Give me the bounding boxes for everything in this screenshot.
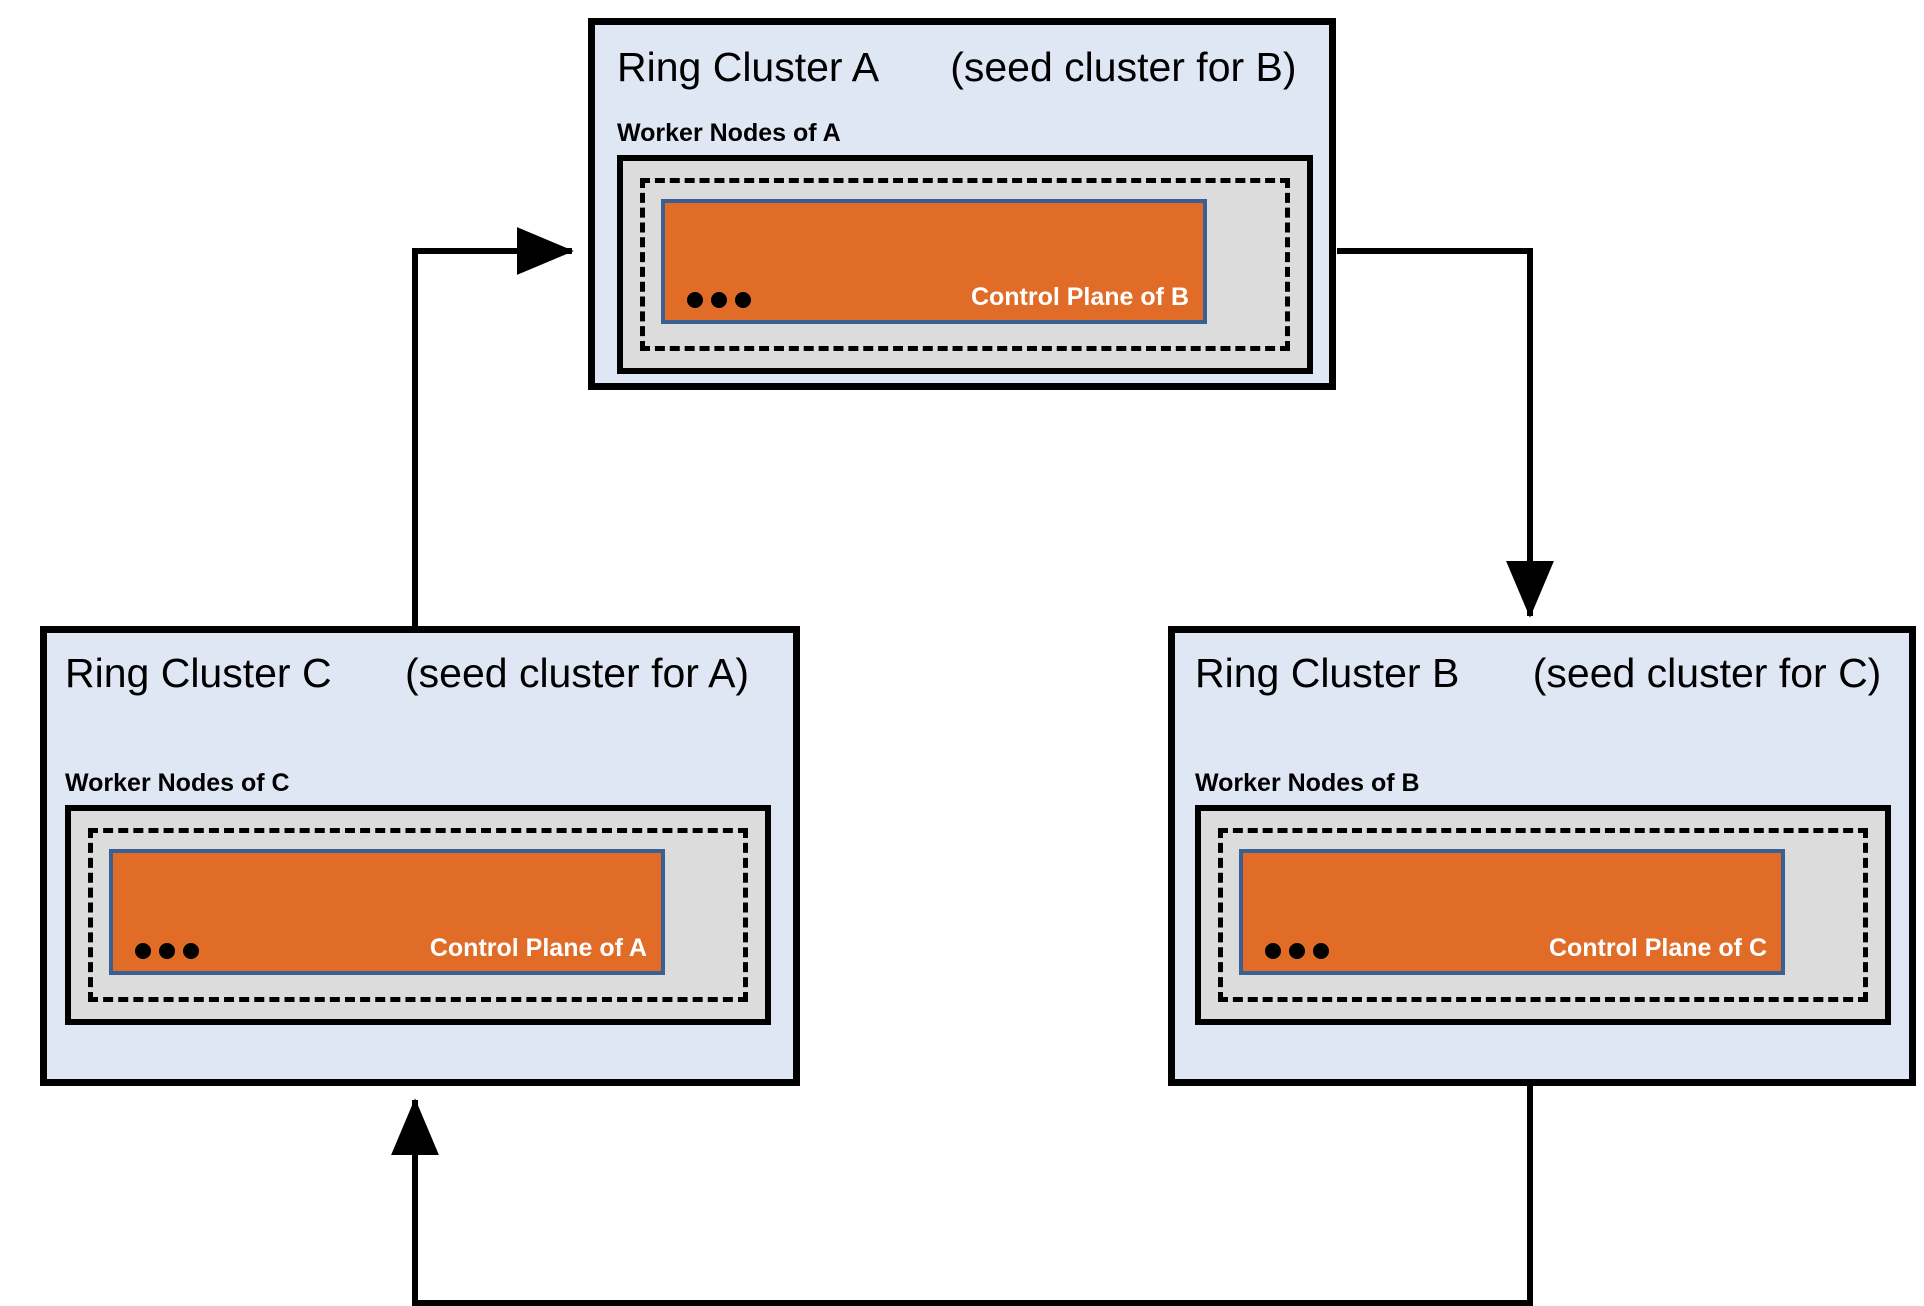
cluster-b-title: Ring Cluster B (seed cluster for C) xyxy=(1195,653,1881,694)
dot xyxy=(1265,943,1281,959)
cluster-a-name: Ring Cluster A xyxy=(617,44,877,90)
cluster-a[interactable]: Ring Cluster A (seed cluster for B) Work… xyxy=(588,18,1336,390)
dot xyxy=(735,292,751,308)
arrow-c-to-a xyxy=(412,227,574,627)
dot xyxy=(1289,943,1305,959)
cluster-a-worker-box[interactable]: Control Plane of B xyxy=(617,155,1313,374)
cluster-a-node-group-dashed-frame xyxy=(640,178,1290,351)
cluster-c-worker-box[interactable]: Control Plane of A xyxy=(65,805,771,1025)
cluster-a-title: Ring Cluster A (seed cluster for B) xyxy=(617,47,1297,88)
cluster-b-control-plane[interactable]: Control Plane of C xyxy=(1239,849,1785,975)
cluster-c-node-group-dashed-frame xyxy=(88,828,748,1002)
cluster-c-seed-note: (seed cluster for A) xyxy=(405,650,750,696)
cluster-b-ellipsis-dots xyxy=(1265,943,1329,959)
dot xyxy=(1313,943,1329,959)
dot xyxy=(711,292,727,308)
dot xyxy=(159,943,175,959)
arrow-b-to-c xyxy=(391,1085,1533,1306)
dot xyxy=(135,943,151,959)
cluster-c-name: Ring Cluster C xyxy=(65,650,332,696)
cluster-c-title: Ring Cluster C (seed cluster for A) xyxy=(65,653,749,694)
arrow-a-to-b xyxy=(1337,248,1554,618)
cluster-b-seed-note: (seed cluster for C) xyxy=(1532,650,1882,696)
cluster-a-seed-note: (seed cluster for B) xyxy=(950,44,1297,90)
cluster-c-ellipsis-dots xyxy=(135,943,199,959)
cluster-b-worker-label: Worker Nodes of B xyxy=(1195,769,1420,797)
cluster-c-worker-label: Worker Nodes of C xyxy=(65,769,290,797)
cluster-a-control-plane-label: Control Plane of B xyxy=(970,283,1189,311)
cluster-a-worker-label: Worker Nodes of A xyxy=(617,119,841,147)
cluster-b-control-plane-label: Control Plane of C xyxy=(1548,934,1767,962)
cluster-b-node-group-dashed-frame xyxy=(1218,828,1868,1002)
cluster-a-control-plane[interactable]: Control Plane of B xyxy=(661,199,1207,324)
dot xyxy=(687,292,703,308)
cluster-c-control-plane[interactable]: Control Plane of A xyxy=(109,849,665,975)
cluster-c-control-plane-label: Control Plane of A xyxy=(429,934,647,962)
cluster-b[interactable]: Ring Cluster B (seed cluster for C) Work… xyxy=(1168,626,1916,1086)
dot xyxy=(183,943,199,959)
cluster-c[interactable]: Ring Cluster C (seed cluster for A) Work… xyxy=(40,626,800,1086)
cluster-b-name: Ring Cluster B xyxy=(1195,650,1460,696)
cluster-a-ellipsis-dots xyxy=(687,292,751,308)
cluster-b-worker-box[interactable]: Control Plane of C xyxy=(1195,805,1891,1025)
